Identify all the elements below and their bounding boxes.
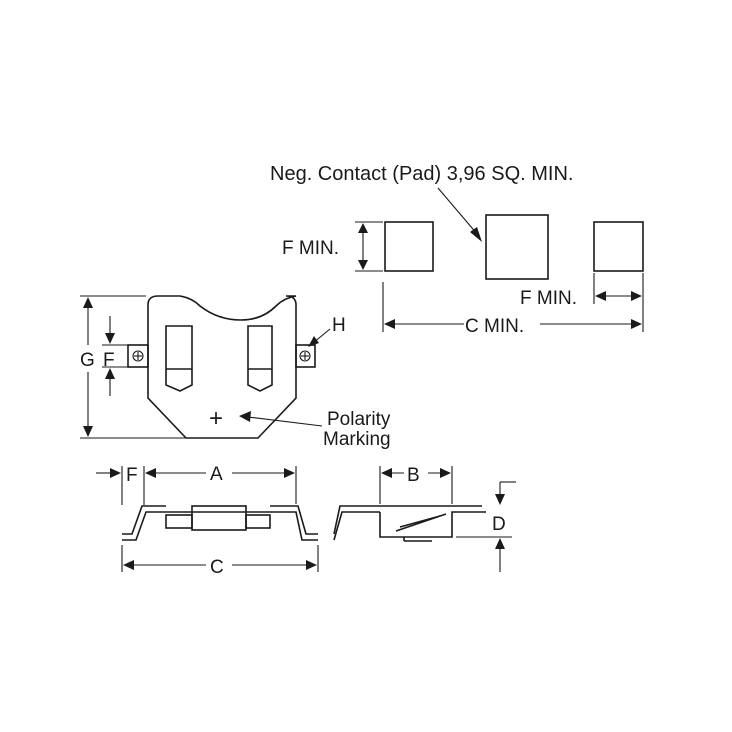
front-outline-top (122, 511, 318, 541)
tab-left (127, 344, 149, 368)
f-tab-label: F (103, 350, 115, 371)
polarity-label-line2: Marking (323, 429, 391, 450)
dim-d: D (456, 481, 516, 572)
h-arrowhead (308, 336, 319, 347)
g-label: G (80, 350, 95, 371)
pad-layout: Neg. Contact (Pad) 3,96 SQ. MIN. F MIN. … (270, 163, 644, 337)
polarity-arrowhead (239, 411, 251, 422)
side-lead (333, 511, 380, 541)
holder-top-view: H + Polarity Marking G F (80, 295, 391, 450)
dim-f-min-left: F MIN. (282, 221, 383, 272)
side-top-edge (333, 505, 482, 535)
h-label: H (332, 315, 346, 336)
holder-outline (147, 295, 297, 439)
neg-contact-pad (485, 214, 549, 280)
d-label: D (492, 514, 506, 535)
slot-left (165, 325, 193, 392)
f-front-label: F (126, 465, 138, 486)
dim-g: G (80, 295, 186, 439)
polarity-leader (247, 416, 323, 427)
pad-right (593, 221, 644, 272)
dim-f-front: F (96, 465, 156, 505)
front-foot-right (245, 514, 271, 529)
dim-f-tab: F (102, 316, 128, 396)
front-foot-left (165, 514, 193, 529)
dim-b: B (379, 465, 453, 504)
tab-right (295, 344, 316, 368)
front-edge-left (122, 505, 166, 535)
polarity-label-line1: Polarity (327, 409, 391, 430)
b-label: B (407, 465, 420, 486)
pad-note-leader (437, 187, 479, 236)
holder-front-view: F A C (96, 464, 319, 578)
screw-left-icon (132, 350, 144, 362)
front-edge-right (270, 505, 318, 535)
pad-left (384, 221, 434, 272)
dim-c-min: C MIN. (382, 282, 642, 337)
dim-c: C (121, 545, 319, 578)
f-min-left-label: F MIN. (282, 238, 339, 259)
dim-a: A (152, 464, 297, 504)
side-body (379, 511, 486, 538)
screw-right-icon (299, 350, 311, 362)
a-label: A (210, 464, 223, 485)
holder-side-view: B D (333, 465, 516, 572)
pad-note-arrowhead (470, 227, 482, 242)
c-label: C (210, 557, 224, 578)
front-body (191, 505, 247, 531)
dim-f-min-right: F MIN. (520, 273, 644, 332)
f-min-right-label: F MIN. (520, 288, 577, 309)
c-min-label: C MIN. (465, 316, 524, 337)
slot-right (247, 325, 273, 392)
polarity-plus-symbol: + (209, 405, 223, 432)
pad-note-label: Neg. Contact (Pad) 3,96 SQ. MIN. (270, 163, 573, 185)
